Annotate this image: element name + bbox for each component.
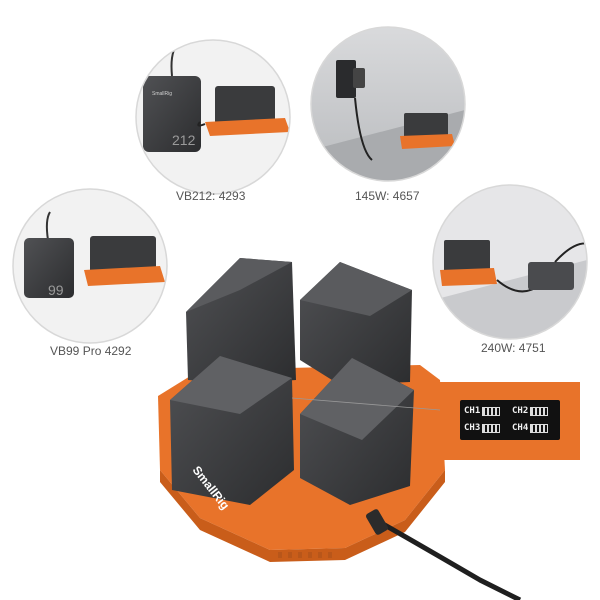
lcd-channel-3: CH3	[464, 423, 501, 433]
inset-vb212: SmallRig 212	[135, 39, 291, 195]
battery-level-icon	[482, 423, 501, 433]
lcd-display: CH1 CH2 CH3 CH4	[462, 404, 558, 438]
caption-145w: 145W: 4657	[355, 189, 420, 203]
lcd-ch3-label: CH3	[464, 423, 481, 433]
caption-vb212: VB212: 4293	[176, 189, 246, 203]
battery-level-icon	[530, 406, 549, 416]
inset-240w	[432, 184, 588, 340]
vb212-brand-label: SmallRig	[152, 91, 172, 97]
main-charger: SmallRig	[158, 258, 445, 562]
vb99-power-bank	[24, 238, 74, 298]
vb212-device-label: 212	[172, 132, 196, 148]
caption-vb99: VB99 Pro 4292	[50, 344, 132, 358]
lcd-channel-1: CH1	[464, 406, 501, 416]
caption-240w: 240W: 4751	[481, 341, 546, 355]
lcd-ch1-label: CH1	[464, 406, 481, 416]
vb212-power-bank	[143, 76, 201, 152]
vb99-device-label: 99	[48, 282, 64, 298]
lcd-ch2-label: CH2	[512, 406, 529, 416]
lcd-channel-4: CH4	[512, 423, 549, 433]
battery-level-icon	[530, 423, 549, 433]
inset-145w	[310, 26, 466, 182]
inset-vb99: 99	[12, 188, 168, 344]
lcd-channel-2: CH2	[512, 406, 549, 416]
usb-c-cable	[374, 517, 522, 600]
battery-level-icon	[482, 406, 501, 416]
lcd-ch4-label: CH4	[512, 423, 529, 433]
